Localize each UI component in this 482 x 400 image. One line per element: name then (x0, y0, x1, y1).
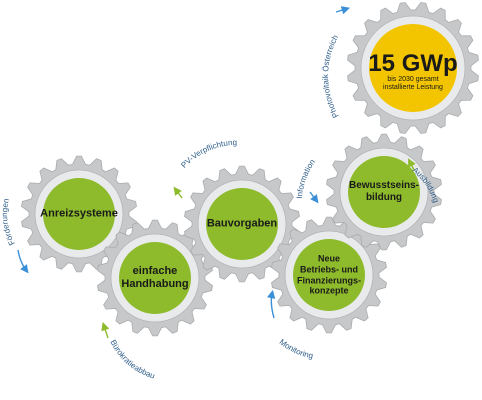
gear-center (293, 239, 365, 311)
goal-subtitle-line1: bis 2030 gesamt (387, 75, 439, 83)
gear-center (348, 156, 420, 228)
label-information: Information (295, 158, 317, 199)
gear-shape-handhabung (97, 219, 213, 337)
gear-shape-goal (347, 2, 479, 134)
arrow-monitoring (267, 289, 276, 319)
label-foerderungen: Förderungen (0, 198, 17, 247)
arrow-information (309, 191, 319, 204)
gear-goal-15-gwp: 15 GWp bis 2030 gesamt installierte Leis… (368, 49, 458, 92)
arrow-photovoltaik (335, 6, 351, 15)
arrow-buerokratie (101, 322, 110, 339)
goal-subtitle-line2: installierte Leistung (383, 84, 443, 91)
goal-title: 15 GWp (368, 49, 458, 77)
gear-bauvorgaben: Bauvorgaben (206, 217, 278, 230)
arrow-pv-verpflichtung (173, 186, 183, 199)
arrow-ausbildung (408, 158, 416, 171)
gear-bewusstseinsbildung: Bewusstseins-bildung (348, 180, 420, 203)
gear-center (206, 188, 278, 260)
gear-center (119, 242, 191, 314)
label-pv-verpflichtung: PV-Verpflichtung (179, 138, 237, 170)
gear-shape-finanzierung (271, 216, 387, 334)
arrow-foerderungen (17, 249, 29, 274)
gear-center (43, 178, 115, 250)
gear-shape-anreizsysteme (21, 155, 137, 273)
gear-shape-bauvorgaben (184, 165, 300, 283)
label-photovoltaik-oesterreich: Photovoltaik Österreich (321, 33, 341, 119)
label-monitoring: Monitoring (278, 337, 314, 360)
gear-center (369, 24, 457, 112)
label-buerokratieabbau: Bürokratieabbau (108, 338, 155, 380)
gear-anreizsysteme: Anreizsysteme (40, 207, 118, 220)
